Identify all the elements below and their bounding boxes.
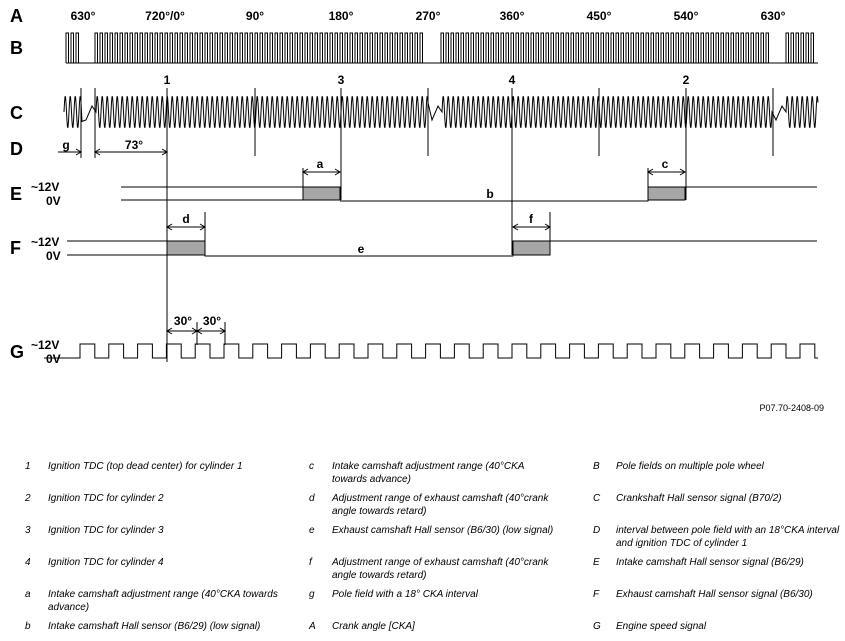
intake-adjust-range-c bbox=[647, 186, 686, 201]
legend-text: interval between pole field with an 18°C… bbox=[616, 525, 840, 549]
legend-key: C bbox=[593, 493, 601, 504]
angle-label: 630° bbox=[761, 9, 786, 23]
level-low-g: 0V bbox=[46, 352, 61, 366]
tdc-offset-label: 73° bbox=[125, 138, 143, 152]
exhaust-adjust-range-f bbox=[512, 240, 551, 256]
legend-key: c bbox=[309, 461, 314, 472]
legend-key: E bbox=[593, 557, 600, 568]
legend-key: 2 bbox=[25, 493, 31, 504]
range-label-d: d bbox=[182, 212, 189, 226]
row-d-intervals bbox=[58, 148, 168, 156]
period-label-1: 30° bbox=[174, 314, 192, 328]
row-label-c: C bbox=[10, 103, 23, 123]
row-label-a: A bbox=[10, 6, 23, 26]
range-label-e: e bbox=[358, 242, 365, 256]
legend-text: Ignition TDC for cylinder 3 bbox=[48, 525, 164, 536]
pole-field-interval-label: g bbox=[62, 138, 69, 152]
row-label-d: D bbox=[10, 139, 23, 159]
legend-text: Crankshaft Hall sensor signal (B70/2) bbox=[616, 493, 782, 504]
row-label-e: E bbox=[10, 184, 22, 204]
legend-text: Ignition TDC for cylinder 4 bbox=[48, 557, 164, 568]
angle-label: 90° bbox=[246, 9, 264, 23]
range-markers-e bbox=[302, 168, 686, 187]
cylinder-label: 3 bbox=[338, 73, 345, 87]
range-label-a: a bbox=[317, 157, 324, 171]
row-label-b: B bbox=[10, 38, 23, 58]
intake-camshaft-signal bbox=[121, 186, 817, 202]
legend-key: 3 bbox=[25, 525, 31, 536]
legend-text: Exhaust camshaft Hall sensor signal (B6/… bbox=[616, 589, 813, 600]
legend-text: Crank angle [CKA] bbox=[332, 621, 415, 632]
legend-key: e bbox=[309, 525, 315, 536]
pole-field-signal bbox=[65, 32, 818, 64]
range-label-b: b bbox=[486, 187, 493, 201]
legend-key: b bbox=[25, 621, 31, 632]
legend-text: Pole fields on multiple pole wheel bbox=[616, 461, 764, 472]
angle-label: 180° bbox=[329, 9, 354, 23]
legend-text: Ignition TDC for cylinder 2 bbox=[48, 493, 164, 504]
period-label-2: 30° bbox=[203, 314, 221, 328]
legend-key: B bbox=[593, 461, 600, 472]
legend-text: Intake camshaft Hall sensor signal (B6/2… bbox=[616, 557, 804, 568]
legend-text: Adjustment range of exhaust camshaft (40… bbox=[332, 557, 549, 581]
legend-key: 4 bbox=[25, 557, 31, 568]
legend-text: Engine speed signal bbox=[616, 621, 707, 632]
legend-key: 1 bbox=[25, 461, 31, 472]
intake-adjust-range-a bbox=[302, 186, 341, 201]
angle-label: 360° bbox=[500, 9, 525, 23]
period-markers-g bbox=[166, 322, 226, 345]
legend-key: A bbox=[309, 621, 316, 632]
timing-diagram: A B C D E F G 630° 720°/0° 90° 180° 270°… bbox=[10, 6, 824, 413]
legend-key: a bbox=[25, 589, 31, 600]
range-label-f: f bbox=[529, 212, 534, 226]
level-high-e: ~12V bbox=[31, 180, 59, 194]
level-high-g: ~12V bbox=[31, 338, 59, 352]
range-label-c: c bbox=[662, 157, 669, 171]
angle-label: 270° bbox=[416, 9, 441, 23]
legend-key: G bbox=[593, 621, 601, 632]
crankshaft-hall-signal bbox=[63, 96, 819, 128]
angle-label: 540° bbox=[674, 9, 699, 23]
legend-key: d bbox=[309, 493, 315, 504]
pole-field-pulses bbox=[65, 32, 818, 64]
level-high-f: ~12V bbox=[31, 235, 59, 249]
angle-label: 630° bbox=[71, 9, 96, 23]
row-label-g: G bbox=[10, 342, 24, 362]
range-markers-f bbox=[166, 212, 551, 241]
legend-text: Intake camshaft adjustment range (40°CKA… bbox=[332, 461, 525, 485]
exhaust-adjust-range-d bbox=[166, 240, 206, 256]
legend-text: Ignition TDC (top dead center) for cylin… bbox=[48, 461, 243, 472]
legend-key: f bbox=[309, 557, 312, 568]
figure-code: P07.70-2408-09 bbox=[759, 403, 824, 413]
angle-label: 450° bbox=[587, 9, 612, 23]
legend-key: g bbox=[309, 589, 315, 600]
legend: 1 Ignition TDC (top dead center) for cyli… bbox=[0, 455, 845, 641]
legend-text: Adjustment range of exhaust camshaft (40… bbox=[332, 493, 549, 517]
level-low-e: 0V bbox=[46, 194, 61, 208]
cylinder-label: 4 bbox=[509, 73, 516, 87]
level-low-f: 0V bbox=[46, 249, 61, 263]
cylinder-label: 1 bbox=[164, 73, 171, 87]
legend-text: Intake camshaft Hall sensor (B6/29) (low… bbox=[48, 621, 261, 632]
engine-speed-signal bbox=[44, 343, 818, 359]
legend-text: Pole field with a 18° CKA interval bbox=[332, 589, 478, 600]
row-label-f: F bbox=[10, 238, 21, 258]
legend-key: F bbox=[593, 589, 600, 600]
legend-text: Exhaust camshaft Hall sensor (B6/30) (lo… bbox=[332, 525, 554, 536]
cylinder-label: 2 bbox=[683, 73, 690, 87]
legend-text: Intake camshaft adjustment range (40°CKA… bbox=[48, 589, 278, 613]
angle-label: 720°/0° bbox=[145, 9, 185, 23]
legend-key: D bbox=[593, 525, 601, 536]
